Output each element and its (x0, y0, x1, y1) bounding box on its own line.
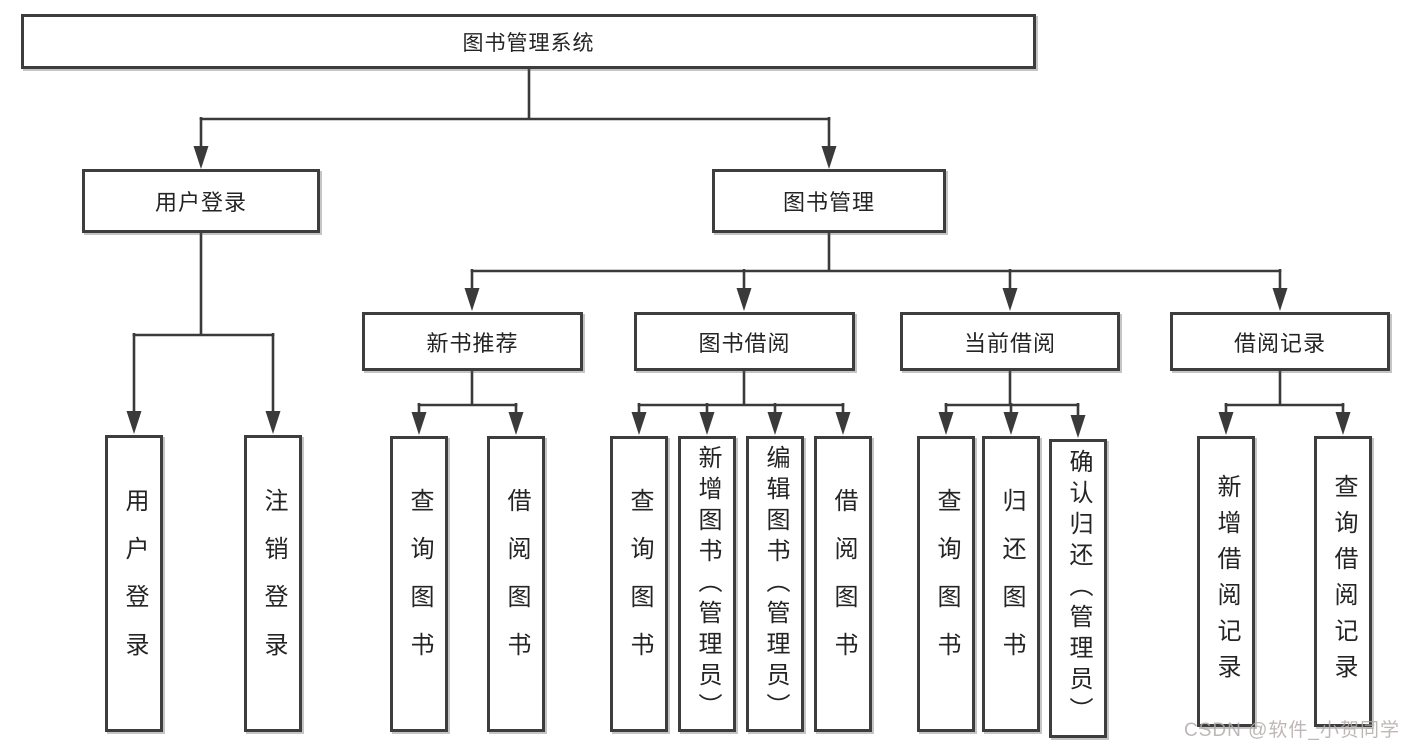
node-box-library-system: 图书管理系统 (21, 14, 1036, 69)
leaf-label-cb-query-books: 查询图书 (933, 488, 960, 680)
node-box-new-book-recommend: 新书推荐 (362, 312, 583, 371)
leaf-box-br-add-record: 新增借阅记录 (1197, 436, 1255, 727)
leaf-box-user-login: 用户登录 (105, 435, 163, 732)
node-label-library-system: 图书管理系统 (462, 31, 595, 55)
leaf-label-user-login: 用户登录 (121, 487, 148, 680)
leaf-label-nbr-borrow-books: 借阅图书 (503, 488, 530, 680)
arrowheads (126, 146, 1351, 438)
node-label-new-book-recommend: 新书推荐 (426, 330, 519, 356)
leaf-box-nbr-query-books: 查询图书 (390, 436, 448, 732)
leaf-label-bb-borrow-books: 借阅图书 (830, 488, 857, 680)
leaf-label-cb-confirm-return-admin: 确认归还（管理员） (1065, 449, 1092, 728)
node-box-user-login-branch: 用户登录 (82, 169, 320, 233)
node-box-book-borrowing: 图书借阅 (634, 312, 855, 371)
leaf-box-cb-query-books: 查询图书 (917, 436, 975, 732)
leaf-label-logout: 注销登录 (260, 487, 287, 680)
leaf-box-logout: 注销登录 (244, 435, 302, 732)
node-label-borrowing-records: 借阅记录 (1233, 330, 1326, 356)
leaf-box-cb-confirm-return-admin: 确认归还（管理员） (1049, 439, 1107, 738)
node-label-book-management: 图书管理 (782, 190, 875, 215)
leaf-box-bb-edit-books-admin: 编辑图书（管理员） (746, 436, 804, 732)
leaf-box-bb-add-books-admin: 新增图书（管理员） (678, 436, 736, 732)
leaf-label-br-add-record: 新增借阅记录 (1213, 473, 1240, 690)
leaf-label-br-query-record: 查询借阅记录 (1330, 473, 1357, 690)
leaf-label-bb-add-books-admin: 新增图书（管理员） (694, 444, 721, 724)
node-label-current-borrowing: 当前借阅 (963, 330, 1056, 356)
node-box-borrowing-records: 借阅记录 (1170, 312, 1390, 371)
leaf-label-cb-return-books: 归还图书 (998, 488, 1025, 680)
leaf-box-bb-query-books: 查询图书 (610, 436, 668, 732)
leaf-label-bb-query-books: 查询图书 (626, 488, 653, 680)
leaf-box-cb-return-books: 归还图书 (982, 436, 1040, 732)
leaf-box-nbr-borrow-books: 借阅图书 (487, 436, 545, 732)
leaf-box-br-query-record: 查询借阅记录 (1314, 436, 1372, 727)
leaf-label-nbr-query-books: 查询图书 (406, 488, 433, 680)
node-box-book-management: 图书管理 (712, 169, 946, 233)
csdn-watermark: CSDN @软件_小贺同学 (1184, 720, 1400, 741)
leaf-box-bb-borrow-books: 借阅图书 (814, 436, 872, 732)
leaf-label-bb-edit-books-admin: 编辑图书（管理员） (762, 444, 789, 724)
node-box-current-borrowing: 当前借阅 (900, 312, 1120, 371)
node-label-book-borrowing: 图书借阅 (698, 330, 791, 356)
node-label-user-login-branch: 用户登录 (154, 190, 247, 215)
